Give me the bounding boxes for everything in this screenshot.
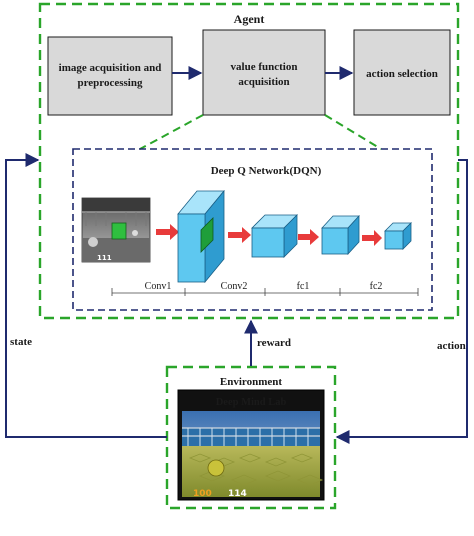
red-arrow-4 [362, 230, 382, 246]
layer-bracket [111, 288, 419, 296]
conv1-filter [200, 217, 214, 253]
layer-label-conv1: Conv1 [145, 281, 172, 292]
agent-container [38, 2, 460, 320]
svg-text:image acquisition and: image acquisition and [59, 62, 162, 74]
agent-title: Agent [234, 12, 265, 26]
layer-label-fc1: fc1 [297, 281, 310, 292]
image-acquisition-box: image acquisition and preprocessing [47, 36, 173, 116]
state-loop-arrow [5, 153, 167, 438]
fc1-layer [321, 214, 360, 256]
red-arrow-2 [228, 227, 251, 243]
env-hud-health: 100 [193, 489, 212, 499]
environment-title: Environment [220, 376, 282, 388]
svg-text:action selection: action selection [366, 68, 438, 80]
state-label: state [10, 336, 32, 348]
svg-text:acquisition: acquisition [238, 76, 289, 88]
value-function-box: value function acquisition [202, 29, 326, 116]
env-ball [207, 459, 225, 477]
conv1-layer [177, 189, 225, 284]
dqn-title: Deep Q Network(DQN) [211, 165, 322, 177]
fc2-layer [384, 222, 412, 250]
env-hud-score: 114 [228, 489, 247, 499]
action-selection-box: action selection [353, 29, 451, 116]
action-loop-arrow [335, 159, 468, 444]
svg-text:preprocessing: preprocessing [78, 77, 143, 89]
layer-label-conv2: Conv2 [221, 281, 248, 292]
svg-text:value function: value function [231, 61, 298, 73]
dqn-container [72, 148, 433, 311]
deepmind-lab-title: Deep Mind Lab [216, 397, 287, 408]
layer-label-fc2: fc2 [370, 281, 383, 292]
game-hud-value: 111 [97, 254, 112, 262]
zoom-line-right [324, 114, 382, 150]
red-arrow-3 [298, 229, 319, 245]
action-label: action [437, 340, 466, 352]
reward-label: reward [257, 337, 291, 349]
zoom-line-left [139, 114, 204, 150]
deepmind-lab-screen: Deep Mind Lab 100 114 [177, 389, 325, 501]
game-target-square [111, 222, 127, 240]
game-input-frame: 111 [81, 197, 151, 263]
red-arrow-1 [156, 224, 179, 240]
conv2-layer [251, 214, 298, 258]
